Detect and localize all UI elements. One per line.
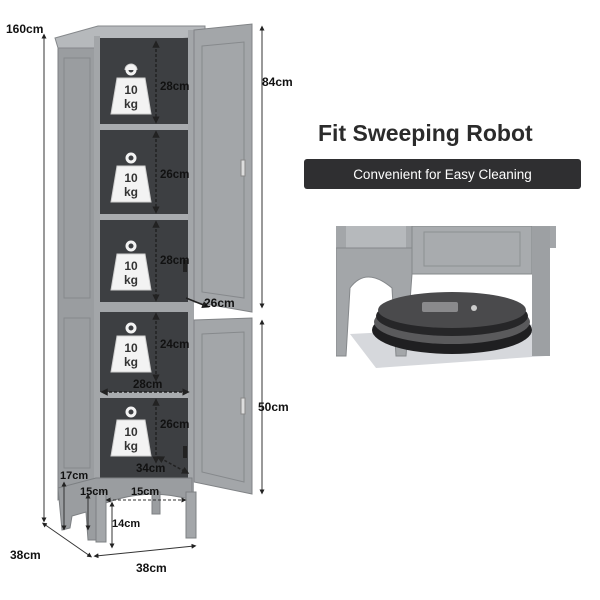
depth-label: 38cm xyxy=(10,548,41,562)
leg-gap-label: 15cm xyxy=(131,486,160,498)
weight-badge-1-unit: kg xyxy=(124,97,138,111)
feature-title: Fit Sweeping Robot xyxy=(318,120,533,146)
floor-clearance-label: 14cm xyxy=(112,518,141,530)
outer-dimension-lines xyxy=(41,25,265,559)
leg-height-inner-label: 15cm xyxy=(80,486,109,498)
shelf-height-3: 28cm xyxy=(160,255,189,267)
leg-front-left xyxy=(95,491,107,543)
weight-badge-4-unit: kg xyxy=(124,355,138,369)
robot-vacuum xyxy=(372,292,532,354)
inner-depth-top-label: 26cm xyxy=(204,296,235,310)
width-label: 38cm xyxy=(136,561,167,575)
robot-vacuum-detail-image xyxy=(336,226,556,376)
upper-door xyxy=(193,23,253,313)
top-section-height-label: 84cm xyxy=(262,75,293,89)
shelf-height-2: 26cm xyxy=(160,169,189,181)
shelf-height-4: 24cm xyxy=(160,339,189,351)
total-height-label: 160cm xyxy=(6,22,44,36)
feature-subtitle: Convenient for Easy Cleaning xyxy=(353,166,532,182)
inner-depth-bottom: 34cm xyxy=(136,463,165,475)
weight-badge-5-value: 10 xyxy=(124,425,138,439)
weight-badge-4-value: 10 xyxy=(124,341,138,355)
weight-badge-2-unit: kg xyxy=(124,185,138,199)
weight-badges: 10 kg 10 kg 10 kg 10 kg 10 kg xyxy=(110,63,152,457)
shelf-height-5: 26cm xyxy=(160,419,189,431)
lower-door xyxy=(193,317,253,495)
feature-subtitle-banner: Convenient for Easy Cleaning xyxy=(304,159,581,189)
leg-front-right xyxy=(185,491,197,539)
cabinet-base xyxy=(57,477,193,541)
weight-badge-3-value: 10 xyxy=(124,259,138,273)
weight-badge-5-unit: kg xyxy=(124,439,138,453)
leg-height-outer-label: 17cm xyxy=(60,470,89,482)
weight-badge-1-value: 10 xyxy=(124,83,138,97)
interior-dimensions: 28cm 26cm 28cm 24cm 26cm 28cm 34cm xyxy=(100,40,210,475)
shelf-height-1: 28cm xyxy=(160,81,189,93)
bottom-section-height-label: 50cm xyxy=(258,400,289,414)
inner-width: 28cm xyxy=(133,379,162,391)
weight-badge-2-value: 10 xyxy=(124,171,138,185)
weight-badge-3-unit: kg xyxy=(124,273,138,287)
